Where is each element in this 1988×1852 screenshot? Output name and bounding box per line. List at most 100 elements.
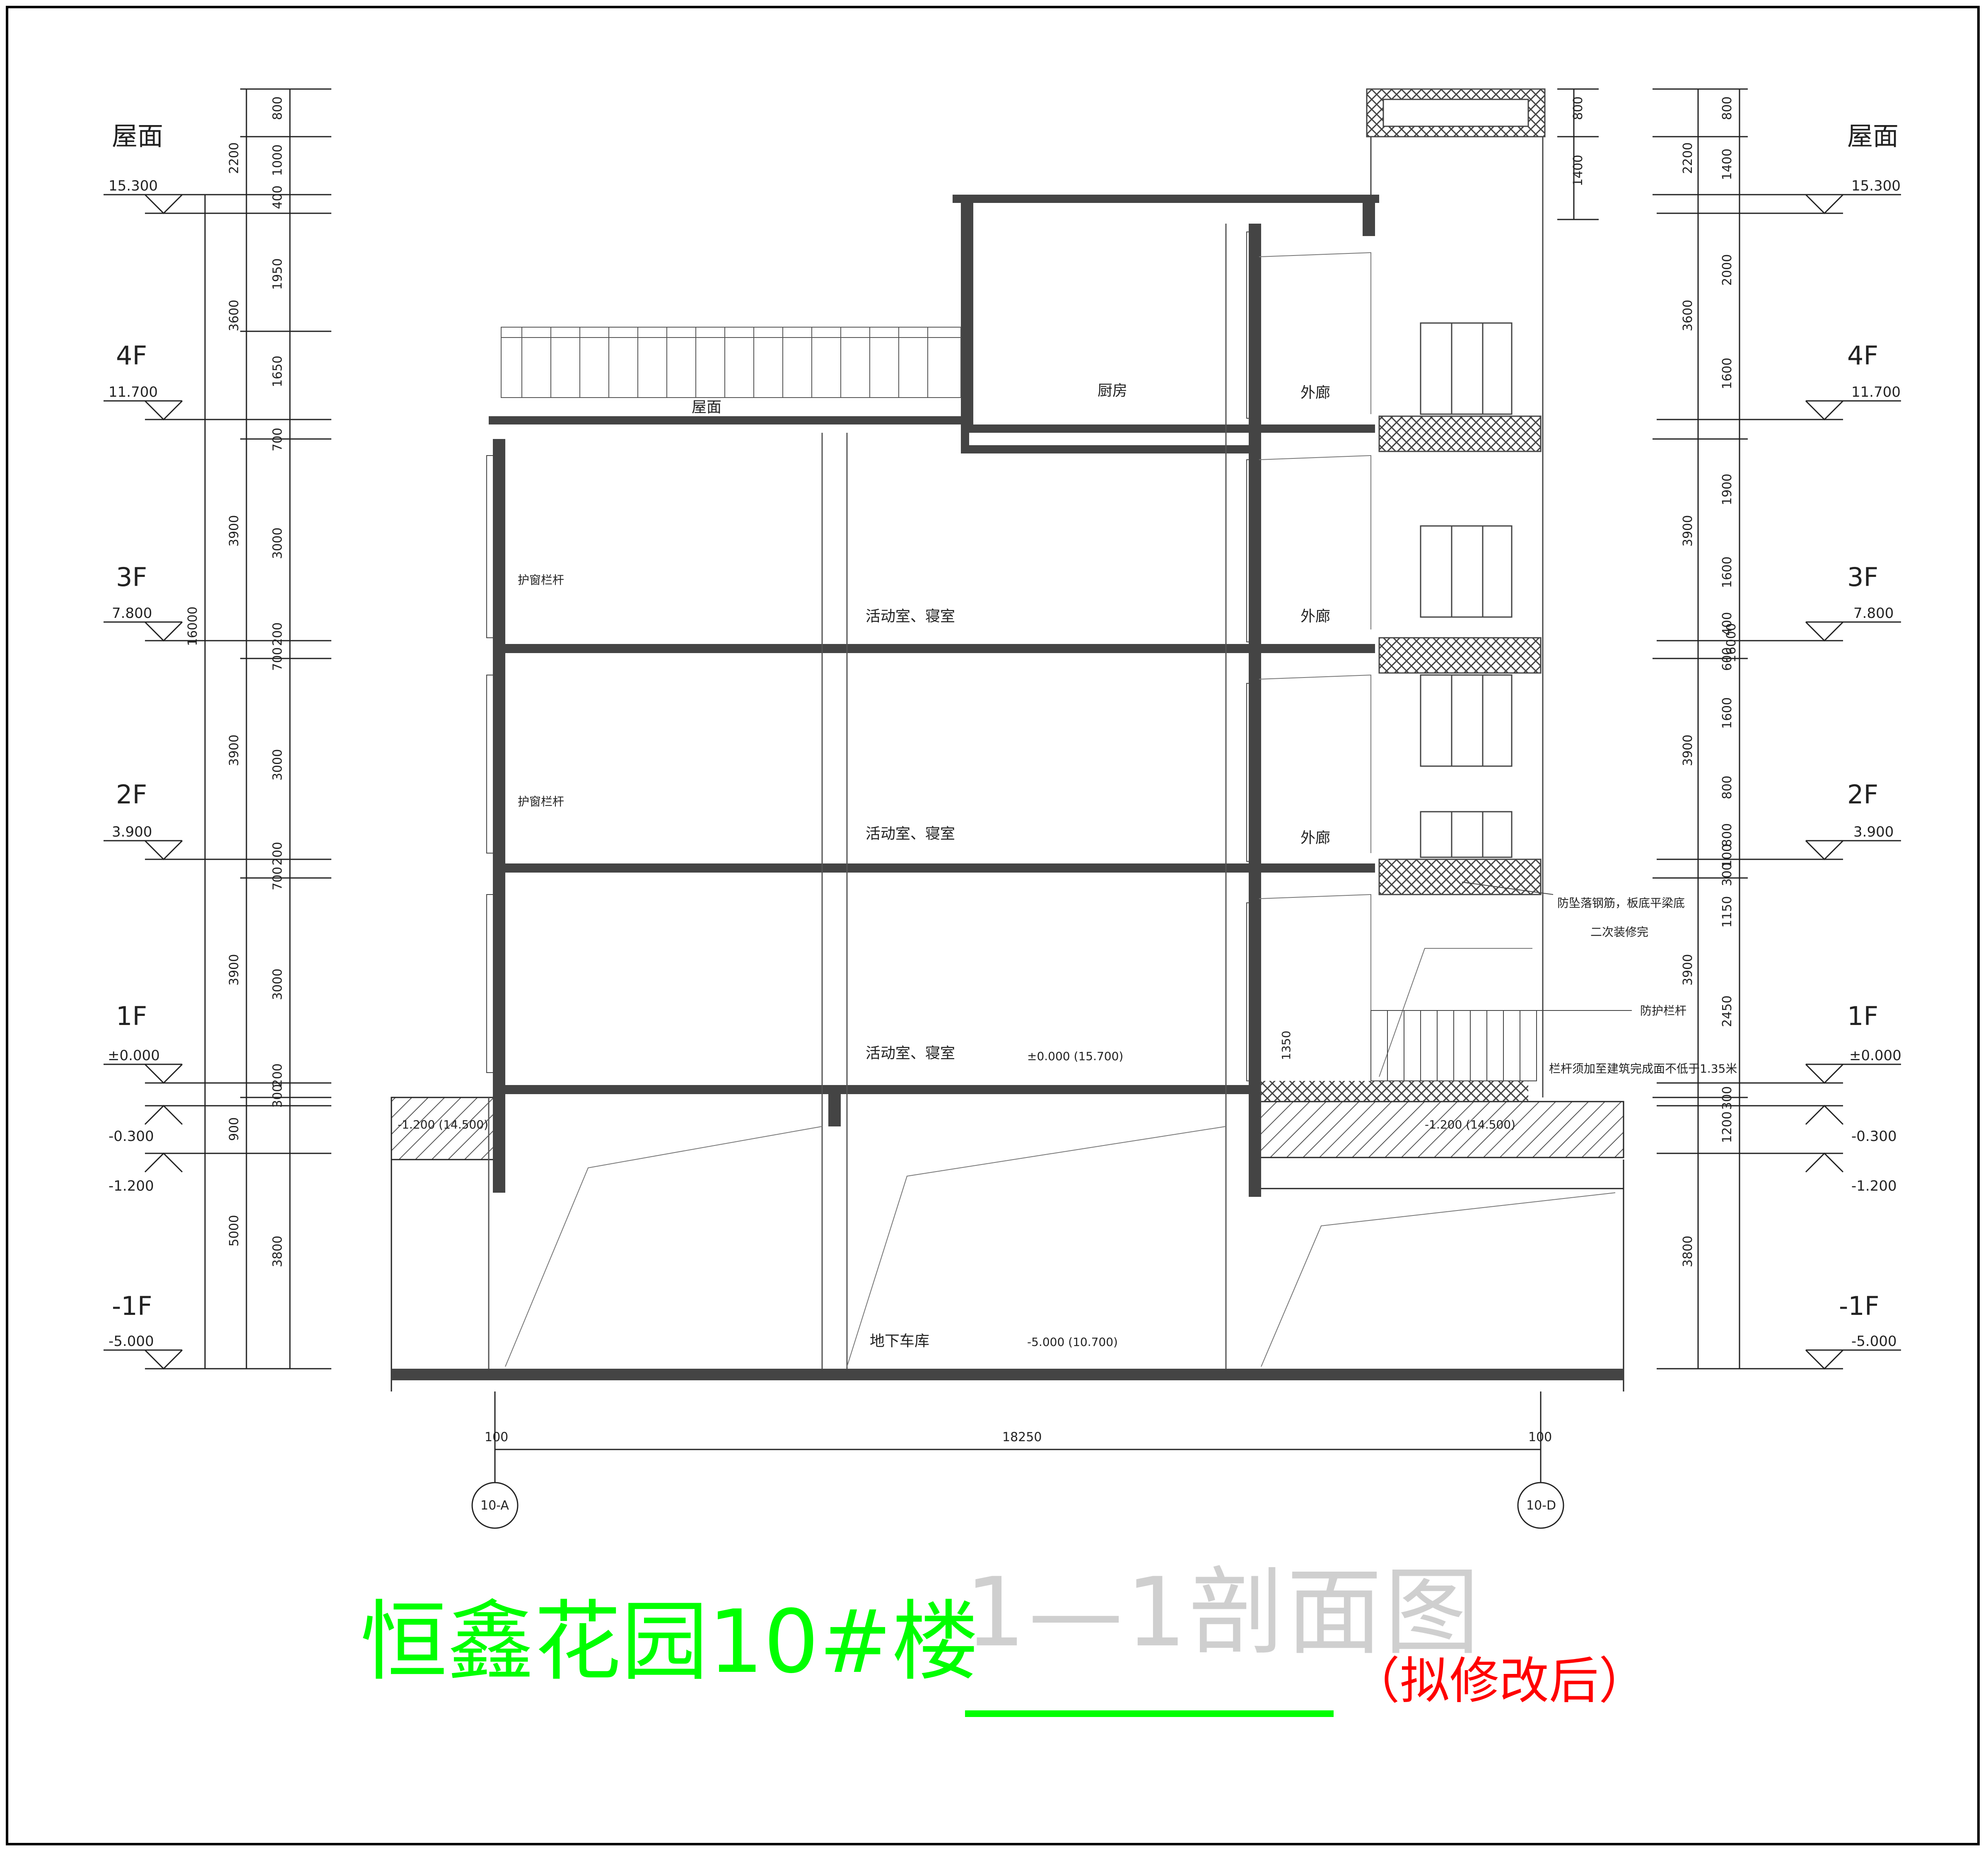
right-dimension-chains <box>1653 88 1748 1369</box>
level-elev: 7.800 <box>112 605 152 622</box>
dim-right-1600-b: 1600 <box>1720 557 1735 588</box>
level-name: 4F <box>116 340 147 371</box>
level-name: 3F <box>116 562 147 592</box>
level-marker-minus12-right: -1.200 <box>1657 1152 1897 1194</box>
left-dimension-texts: 16000 5000 2200 3600 3900 3900 3900 900 … <box>186 96 285 1267</box>
dim-right-3900-c: 3900 <box>1681 954 1695 986</box>
level-name: 1F <box>1847 1001 1878 1031</box>
dim-left-3600: 3600 <box>227 300 241 331</box>
level-name: 屋面 <box>1847 121 1899 151</box>
dim-right-400: 400 <box>1720 612 1735 636</box>
title-main: 恒鑫花园10#楼 <box>360 1591 979 1693</box>
dim-left-800: 800 <box>270 96 285 120</box>
dim-left-3000-b: 3000 <box>270 749 285 781</box>
dim-right-1600-a: 1600 <box>1720 358 1735 389</box>
dim-tower-1400: 1400 <box>1571 155 1585 186</box>
basement-slab <box>391 1369 1624 1380</box>
label-activity-2f: 活动室、寝室 <box>866 825 955 842</box>
label-1350: 1350 <box>1279 1031 1293 1060</box>
dim-left-200-b: 200 <box>270 842 285 866</box>
dim-left-3000-a: 3000 <box>270 528 285 559</box>
dim-left-1650: 1650 <box>270 356 285 387</box>
level-elev: -0.300 <box>1851 1128 1897 1145</box>
label-corridor-3f: 外廊 <box>1300 608 1330 625</box>
dim-left-3900-a: 3900 <box>227 515 241 547</box>
label-corridor-4f: 外廊 <box>1300 384 1330 401</box>
wall-left <box>493 439 505 1097</box>
level-marker-3f-left: 3F 7.800 <box>104 562 331 642</box>
wall-kitchen-left <box>961 195 973 424</box>
level-elev: 3.900 <box>1853 824 1894 840</box>
dim-offset-left: 100 <box>485 1430 508 1444</box>
label-floor-1f: ±0.000 (15.700) <box>1027 1049 1123 1063</box>
level-elev: ±0.000 <box>1849 1047 1901 1064</box>
drawing-frame <box>6 6 1980 1845</box>
dim-right-1900: 1900 <box>1720 474 1735 505</box>
dim-left-300: 300 <box>270 1084 285 1108</box>
level-name: 2F <box>116 779 147 810</box>
label-soil-right: -1.200 (14.500) <box>1425 1118 1515 1131</box>
level-marker-3f-right: 3F 7.800 <box>1657 562 1901 642</box>
left-facade-windows <box>486 455 495 1073</box>
dim-right-1600-c: 1600 <box>1720 697 1735 729</box>
level-marker-1f-right: 1F ±0.000 <box>1657 1001 1901 1084</box>
right-corridor-windows <box>1246 232 1255 1081</box>
dim-right-100: 100 <box>1720 844 1735 868</box>
interior-columns <box>488 224 1227 1369</box>
level-elev: 7.800 <box>1853 605 1894 622</box>
dim-left-200-a: 200 <box>270 622 285 646</box>
ground-fill-right <box>1255 1081 1528 1102</box>
slab-1f <box>493 1085 1255 1094</box>
label-activity-3f: 活动室、寝室 <box>866 608 955 625</box>
level-elev: -0.300 <box>109 1128 154 1145</box>
dim-right-300-b: 300 <box>1720 1086 1735 1110</box>
level-marker-4f-left: 4F 11.700 <box>104 340 331 421</box>
dim-right-1400: 1400 <box>1720 149 1735 180</box>
level-elev: -1.200 <box>1851 1178 1897 1194</box>
dim-left-3900-b: 3900 <box>227 735 241 766</box>
dim-right-1200: 1200 <box>1720 1112 1735 1143</box>
level-elev: -1.200 <box>109 1178 154 1194</box>
dim-right-800-a: 800 <box>1720 776 1735 799</box>
level-marker-2f-right: 2F 3.900 <box>1657 779 1901 861</box>
wall-left-basement <box>493 1097 505 1193</box>
title-underline <box>965 1710 1334 1717</box>
dim-right-3800: 3800 <box>1681 1236 1695 1267</box>
dim-right-800-b: 800 <box>1720 823 1735 847</box>
right-facade-windows <box>1420 322 1513 858</box>
balcony-4f <box>1378 415 1542 452</box>
dim-right-3600: 3600 <box>1681 300 1695 331</box>
level-name: -1F <box>1839 1291 1879 1321</box>
level-marker-4f-right: 4F 11.700 <box>1657 340 1901 421</box>
level-marker-2f-left: 2F 3.900 <box>104 779 331 861</box>
left-level-markers: 屋面 15.300 4F 11.700 3F 7.800 2F 3.900 <box>104 121 331 1370</box>
level-elev: 15.300 <box>109 178 158 194</box>
level-marker-b1-left: -1F -5.000 <box>104 1291 331 1370</box>
callout-4: 栏杆须加至建筑完成面不低于1.35米 <box>1549 1062 1737 1076</box>
level-marker-minus03-left: -0.300 <box>109 1104 331 1145</box>
level-marker-roof-left: 屋面 15.300 <box>104 121 331 215</box>
balcony-3f <box>1378 637 1542 674</box>
dim-right-800: 800 <box>1720 96 1735 120</box>
room-labels: 屋面 厨房 外廊 外廊 外廊 活动室、寝室 活动室、寝室 活动室、寝室 地下车库… <box>398 382 1737 1350</box>
dim-right-600: 600 <box>1720 647 1735 671</box>
dim-left-900: 900 <box>227 1117 241 1141</box>
bottom-dimension: 18250 100 100 10-A 10-D <box>471 1391 1564 1529</box>
dim-right-3900-b: 3900 <box>1681 735 1695 766</box>
label-kitchen: 厨房 <box>1098 382 1127 399</box>
building-section <box>391 88 1624 1391</box>
dim-left-1950: 1950 <box>270 258 285 290</box>
level-name: 2F <box>1847 779 1878 810</box>
ground-railing <box>1370 1010 1537 1081</box>
dim-left-700-b: 700 <box>270 647 285 671</box>
dim-left-3000-c: 3000 <box>270 969 285 1000</box>
dim-left-basement: 5000 <box>227 1215 241 1247</box>
label-window-guard-3f: 护窗栏杆 <box>518 573 564 587</box>
dim-left-2200: 2200 <box>227 142 241 174</box>
corridor-sketches <box>505 252 1616 1367</box>
wall-right <box>1249 224 1261 1197</box>
dim-left-3800: 3800 <box>270 1236 285 1267</box>
dim-right-3900-a: 3900 <box>1681 515 1695 547</box>
slab-3f <box>493 644 1375 653</box>
level-name: 3F <box>1847 562 1878 592</box>
